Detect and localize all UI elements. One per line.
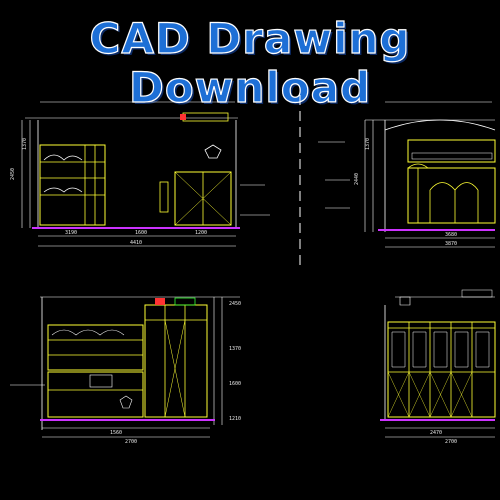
dim-left-2: 1370 — [365, 138, 371, 150]
dim-bottom-2: 2700 — [125, 439, 137, 445]
dim-bottom-3: 1200 — [195, 230, 207, 236]
dim-left-1: 2440 — [354, 173, 360, 185]
loft-bed — [407, 139, 496, 163]
lower-cabinets — [407, 167, 496, 224]
page-title: CAD Drawing Download — [89, 13, 411, 112]
desk-unit — [47, 371, 144, 418]
elevation-bottom-right: 2470 2700 — [380, 289, 496, 445]
bunk-bed — [39, 144, 106, 226]
dim-bottom-total: 4410 — [130, 240, 142, 246]
dim-bottom-1: 2470 — [430, 430, 442, 436]
tall-cabinet — [144, 304, 208, 418]
display-cabinets — [387, 321, 496, 418]
elevation-top-left: 2450 1370 — [10, 101, 270, 247]
dim-bottom-2: 3870 — [445, 241, 457, 247]
dim-right-2: 1370 — [229, 346, 241, 352]
dim-right-3: 1600 — [229, 381, 241, 387]
dim-bottom-1: 3190 — [65, 230, 77, 236]
loft-bed — [47, 324, 144, 371]
elevation-top-right: 2440 1370 3680 3870 — [318, 101, 496, 248]
dim-bottom-1: 3680 — [445, 232, 457, 238]
dim-bottom-2: 1600 — [135, 230, 147, 236]
dim-left-1: 2450 — [10, 168, 16, 180]
dim-right-4: 1210 — [229, 416, 241, 422]
dim-left-2: 1370 — [22, 138, 28, 150]
dim-bottom-1: 1560 — [110, 430, 122, 436]
dim-right-1: 2450 — [229, 301, 241, 307]
dim-bottom-2: 2700 — [445, 439, 457, 445]
lamp-icon — [204, 144, 222, 159]
elevation-bottom-left: 2450 1370 1600 1210 1560 2700 — [10, 296, 241, 445]
